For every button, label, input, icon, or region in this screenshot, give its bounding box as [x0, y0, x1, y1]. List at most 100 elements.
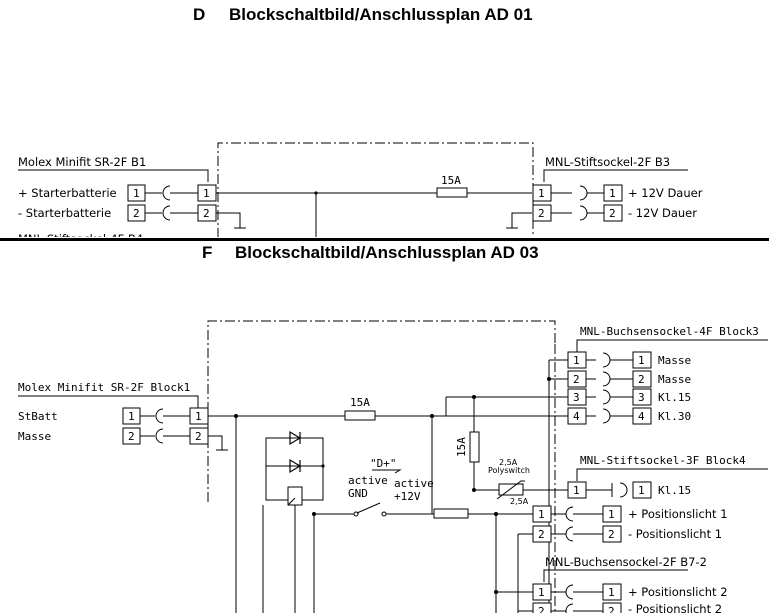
- inner-pin1-num-d: 1: [203, 187, 210, 200]
- right-pin1-box-d: [603, 184, 623, 202]
- active-gnd-line2: GND: [348, 487, 368, 500]
- block3-outer-pin2: [632, 370, 652, 388]
- pos2-pin1-label: + Positionslicht 2: [628, 585, 728, 599]
- fuse-d: [436, 187, 468, 198]
- left-plug1-f: [140, 408, 190, 424]
- pos1-inner-pin1-num: 1: [538, 508, 545, 521]
- pos1-outer-pin2-num: 2: [608, 528, 615, 541]
- pos2-outer-pin2-num: 2: [608, 605, 615, 613]
- right-pin1-label-d: + 12V Dauer: [628, 186, 703, 200]
- fuse-label-d: 15A: [441, 174, 461, 187]
- pos1-plug2: [551, 526, 603, 542]
- block4-outer-pin1-num: 1: [638, 484, 645, 497]
- cut-mask: [0, 237, 769, 247]
- pos2-outer-pin1: [602, 583, 622, 601]
- switch-contact-a: [353, 511, 359, 517]
- pos1-outer-pin1-num: 1: [608, 508, 615, 521]
- block3-title: MNL-Buchsensockel-4F Block3: [580, 325, 759, 338]
- pos2-plug1: [551, 584, 603, 600]
- ground-left-f: [208, 435, 228, 451]
- block3-pins: 1 2 3 4 1 2 3 4 Masse Masse Kl.15 Kl.30: [567, 351, 691, 425]
- inner-pin1-num-f: 1: [195, 410, 202, 423]
- fuse-main-label-f: 15A: [350, 396, 370, 409]
- active-12v-line2: +12V: [394, 490, 421, 503]
- block3-outer-pin3-num: 3: [638, 391, 645, 404]
- ground-right-d: [506, 212, 532, 229]
- block3-inner-pin3-num: 3: [573, 391, 580, 404]
- pos2-inner-pin1-num: 1: [538, 586, 545, 599]
- pos1-pin2-label: - Positionslicht 1: [628, 527, 722, 541]
- left-pin1-label-d: + Starterbatterie: [18, 186, 117, 200]
- left-plug1-d: [145, 185, 198, 201]
- relay-label: "D+": [370, 457, 397, 470]
- polyswitch-slash: [496, 480, 525, 500]
- right-pin2-label-d: - 12V Dauer: [628, 206, 697, 220]
- pos2-plug2: [551, 603, 603, 613]
- right-pin1-num-d: 1: [609, 187, 616, 200]
- block3-inner-pin4-num: 4: [573, 410, 580, 423]
- ground-left-d: [216, 212, 246, 229]
- left-connector-label-f: Molex Minifit SR-2F Block1: [18, 381, 190, 394]
- right-inner-pin2-num-d: 2: [538, 207, 545, 220]
- block4-outer-pin1: [632, 481, 652, 499]
- diode-2: [289, 458, 302, 474]
- block3-outer-pin4-num: 4: [638, 410, 645, 423]
- pos2-pin2-label: - Positionslicht 2: [628, 602, 722, 613]
- pos1-outer-pin2: [602, 525, 622, 543]
- block3-inner-pin2-num: 2: [573, 373, 580, 386]
- left-connector-leader-d: [18, 169, 209, 182]
- junction-f8: [494, 590, 498, 594]
- block4-pin-stub: [586, 483, 613, 497]
- block3-plug3: [586, 389, 633, 405]
- pos2-outer-pin2: [602, 602, 622, 613]
- section-f-title: Blockschaltbild/Anschlussplan AD 03: [235, 243, 539, 262]
- section-f: F Blockschaltbild/Anschlussplan AD 03 Mo…: [18, 243, 768, 613]
- left-pin1-num-d: 1: [133, 187, 140, 200]
- inner-pin2-num-f: 2: [195, 430, 202, 443]
- right-pin2-num-d: 2: [609, 207, 616, 220]
- switch-blade: [356, 502, 381, 514]
- right-pin2-box-d: [603, 204, 623, 222]
- block3-outer-pin3: [632, 388, 652, 406]
- kl15-wire: [445, 396, 568, 416]
- block4-title: MNL-Stiftsockel-3F Block4: [580, 454, 746, 467]
- block3-plug4: [586, 408, 633, 424]
- block4-inner-pin1-num: 1: [573, 484, 580, 497]
- housing-outline-d: [217, 142, 534, 238]
- block3-pin3-label: Kl.15: [658, 391, 691, 404]
- block4-leader: [576, 468, 768, 481]
- block3-outer-pin4: [632, 407, 652, 425]
- section-f-letter: F: [202, 243, 212, 262]
- block4-pin1-label: Kl.15: [658, 484, 691, 497]
- junction-f9: [321, 464, 325, 468]
- polyswitch-name: Polyswitch: [488, 466, 530, 475]
- block3-outer-pin1-num: 1: [638, 354, 645, 367]
- active-12v-line1: active: [394, 477, 434, 490]
- left-plug2-d: [145, 205, 198, 221]
- pos-ground-wire: [517, 533, 533, 613]
- left-pin2-label-f: Masse: [18, 430, 51, 443]
- block3-outer-pin1: [632, 351, 652, 369]
- left-pin1-label-f: StBatt: [18, 410, 58, 423]
- polyswitch: [498, 483, 524, 496]
- block3-pin2-label: Masse: [658, 373, 691, 386]
- fuse-vertical-label: 15A: [455, 437, 468, 457]
- fuse-pos-f: [433, 508, 469, 519]
- fuse-vertical-f: [469, 431, 480, 463]
- pos2-inner-pin2-num: 2: [538, 605, 545, 613]
- active-gnd-line1: active: [348, 474, 388, 487]
- right-connector-label-d: MNL-Stiftsockel-2F B3: [545, 155, 670, 169]
- left-connector-label-d: Molex Minifit SR-2F B1: [18, 155, 146, 169]
- block-b72-leader: [543, 569, 688, 582]
- section-d-letter: D: [193, 5, 205, 24]
- right-plug1-d: [551, 185, 604, 201]
- relay-lead: [287, 497, 296, 613]
- block3-plug2: [586, 371, 633, 387]
- block-b72-title: MNL-Buchsensockel-2F B7-2: [545, 555, 707, 569]
- diode-frame: [265, 437, 324, 501]
- left-plug2-f: [140, 428, 190, 444]
- right-connector-leader-d: [543, 169, 688, 182]
- switch-contact-b: [381, 511, 387, 517]
- right-inner-pin1-num-d: 1: [538, 187, 545, 200]
- pos1-inner-pin2-num: 2: [538, 528, 545, 541]
